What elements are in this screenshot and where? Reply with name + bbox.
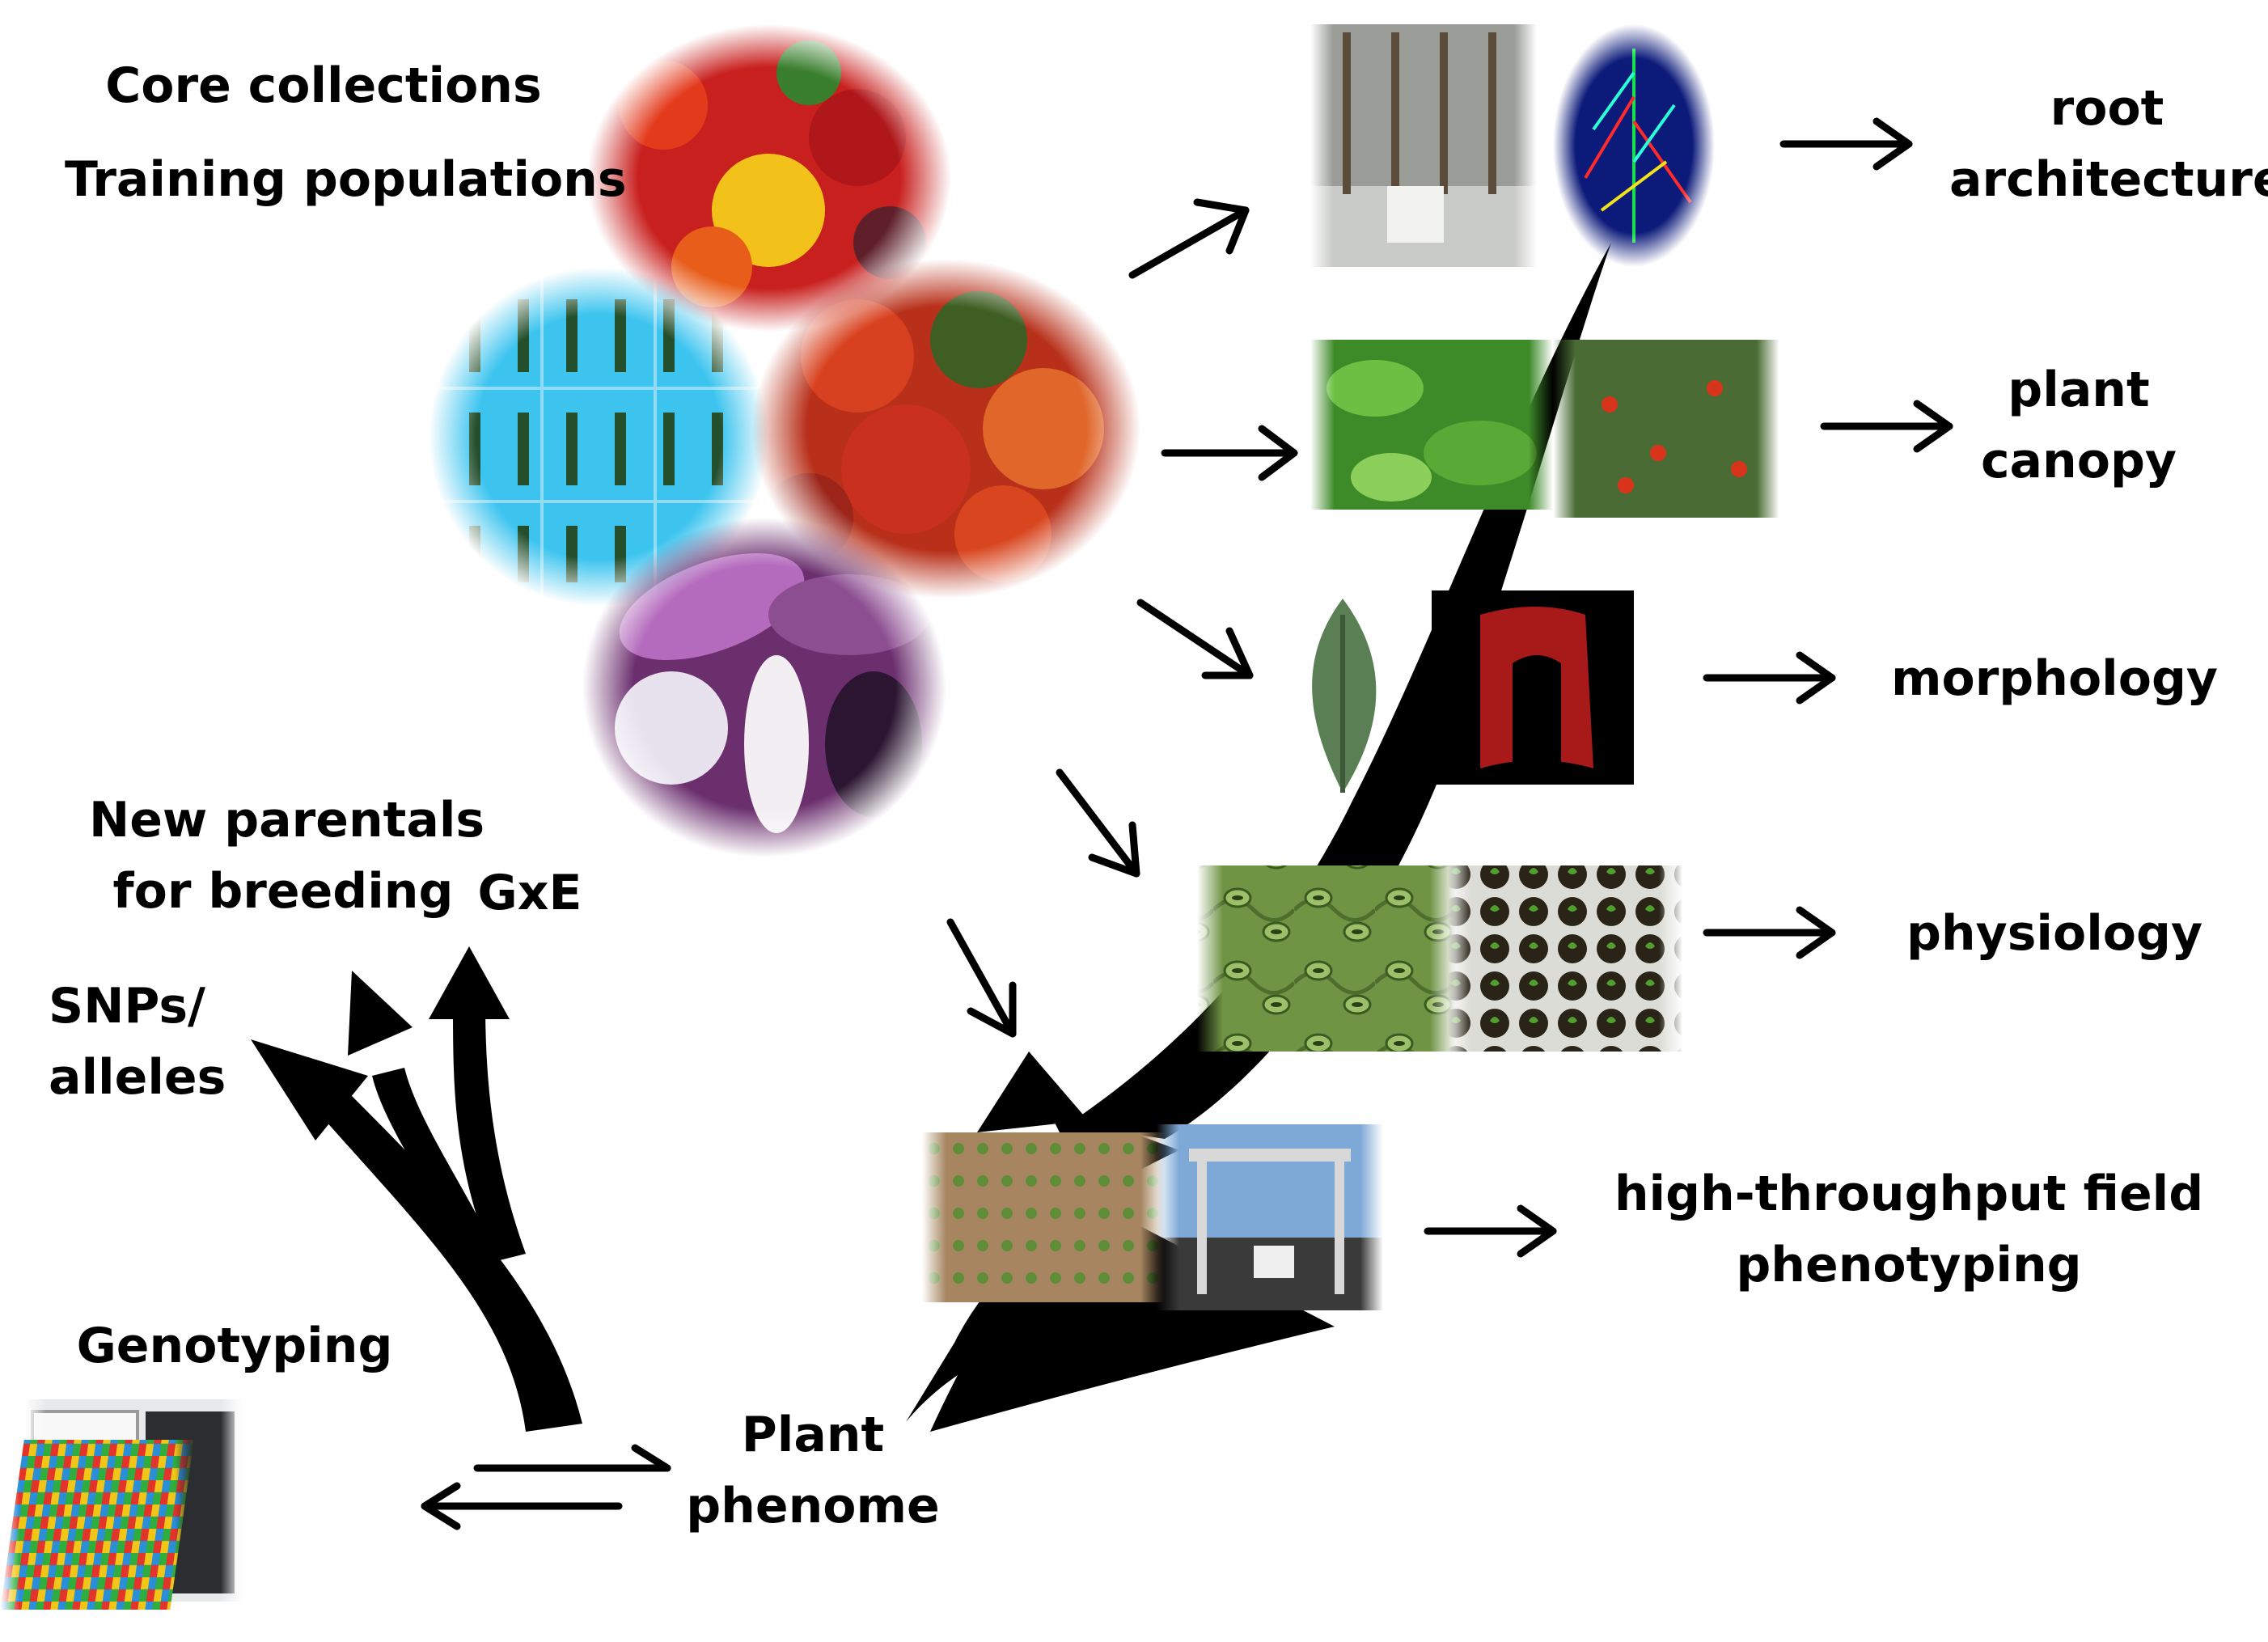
genotyping-label: Genotyping	[76, 1318, 393, 1374]
arrow-to-root	[1128, 198, 1250, 279]
pepper-section-photo	[1432, 590, 1634, 785]
arrow-field-label	[1424, 1204, 1557, 1258]
stomata-micrograph	[1197, 865, 1456, 1052]
arrow-canopy-label	[1820, 400, 1953, 453]
arrow-physiology-label	[1703, 906, 1836, 959]
arrow-to-physiology	[1056, 768, 1140, 878]
seedling-tray-photo	[1448, 865, 1682, 1052]
root-scan-image	[1553, 24, 1715, 267]
training-populations-label: Training populations	[65, 151, 627, 208]
eggplants-photo	[582, 518, 946, 857]
root-architecture-label: root architecture	[1949, 80, 2268, 208]
core-collections-label: Core collections	[105, 57, 542, 114]
arrow-to-canopy	[1161, 425, 1298, 481]
morphology-label: morphology	[1890, 650, 2219, 707]
field-gantry-photo	[1157, 1124, 1383, 1310]
plant-phenome-label: Plant phenome	[686, 1407, 940, 1534]
arrow-morphology-label	[1703, 651, 1836, 705]
arrow-to-morphology	[1136, 599, 1254, 679]
snps-alleles-label: SNPs/ alleles	[49, 978, 226, 1106]
plant-canopy-label: plant canopy	[1980, 362, 2177, 489]
rocket-canopy-photo	[1310, 340, 1553, 510]
gxe-label: GxE	[477, 865, 582, 921]
category-arrows	[421, 117, 1953, 1530]
dna-sequence-graphic	[0, 1440, 194, 1610]
arrow-root-label	[1779, 117, 1913, 171]
arrow-to-field	[946, 918, 1017, 1038]
exchange-arrows	[421, 1444, 671, 1530]
rocket-leaf-photo	[1312, 599, 1377, 793]
top-left-label: Core collections Training populations	[65, 50, 627, 215]
field-plot-photo	[922, 1132, 1165, 1302]
pepper-canopy-photo	[1553, 340, 1779, 518]
breeding-output-arrow	[251, 946, 582, 1432]
field-phenotyping-label: high-throughput field phenotyping	[1614, 1166, 2204, 1293]
physiology-label: physiology	[1906, 905, 2203, 962]
potted-plants-row-photo	[1310, 24, 1537, 267]
new-parentals-label: New parentals for breeding	[89, 792, 485, 920]
